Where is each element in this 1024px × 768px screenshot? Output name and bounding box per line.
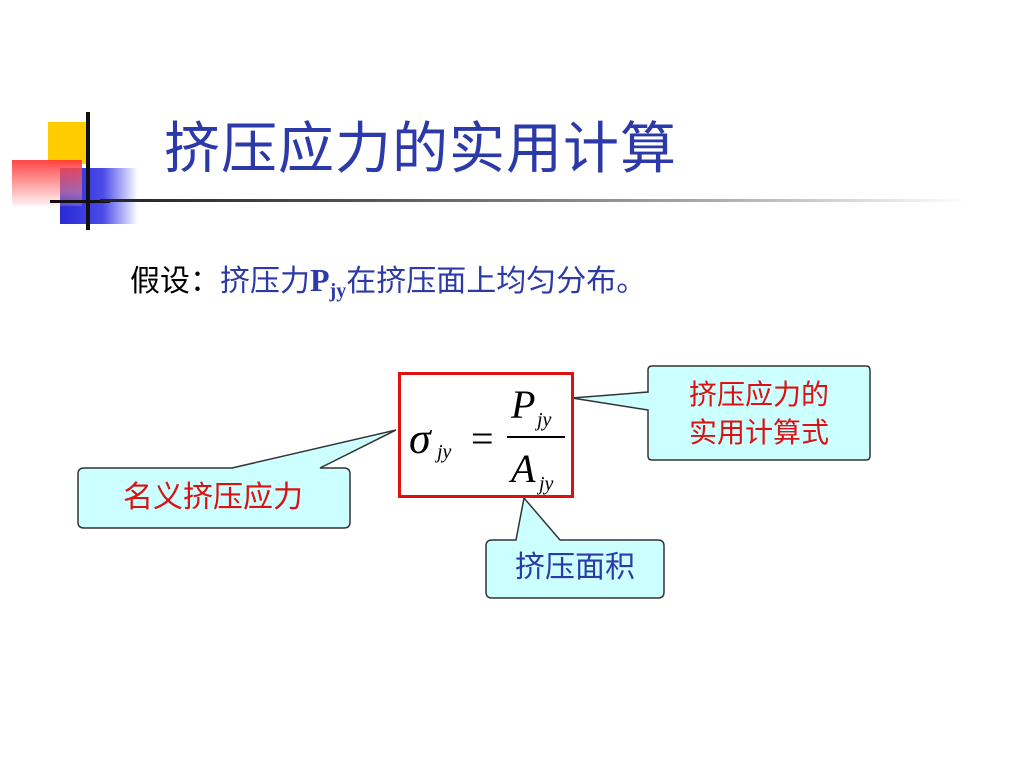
assumption-symbol-sub: jy [329,280,347,302]
assumption-symbol: Pjy [310,262,346,302]
callout-right-line1: 挤压应力的 [688,378,829,411]
logo-vertical-line [86,112,90,230]
assumption-symbol-main: P [310,262,330,298]
title-underline [100,199,970,202]
logo-horizontal-line [50,200,110,203]
logo-decoration [0,0,150,240]
formula-equals: = [471,416,494,461]
assumption-line: 假设：挤压力Pjy在挤压面上均匀分布。 [130,256,646,303]
callout-bottom-text: 挤压面积 [515,550,635,585]
logo-yellow-square [48,122,90,164]
callout-right-shape [571,365,871,461]
formula-denominator: A [511,446,536,491]
formula-fraction-line [507,436,565,438]
formula-box: σ jy = P jy A jy [398,372,574,498]
callout-right-text: 挤压应力的 实用计算式 [650,376,868,452]
formula-sigma: σ [409,414,431,463]
assumption-text-after: 在挤压面上均匀分布。 [346,264,647,299]
callout-left-text: 名义挤压应力 [123,480,303,515]
formula-numerator: P [511,382,536,427]
formula-denominator-sub: jy [539,473,554,495]
assumption-text-before: 挤压力 [220,264,310,299]
formula-sigma-sub: jy [437,441,452,463]
callout-left-shape [77,429,397,529]
assumption-label: 假设： [130,264,220,299]
slide-title: 挤压应力的实用计算 [164,117,677,182]
logo-red-square [12,160,82,206]
callout-bottom-shape [485,496,665,599]
callout-right-line2: 实用计算式 [688,416,829,449]
formula-numerator-sub: jy [537,409,552,431]
